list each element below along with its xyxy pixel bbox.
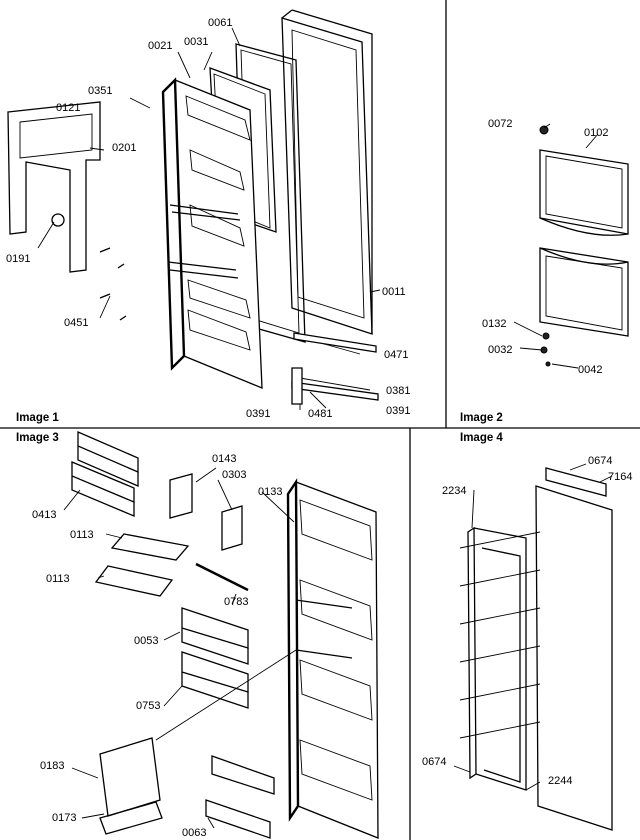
part-callout: 0381 (386, 385, 410, 397)
part-callout: 0061 (208, 17, 232, 29)
panel-caption: Image 2 (460, 412, 503, 424)
part-callout: 0351 (88, 85, 112, 97)
part-callout: 0113 (46, 573, 70, 585)
part-callout: 2234 (442, 485, 466, 497)
part-callout: 0102 (584, 127, 608, 139)
part-callout: 0011 (382, 286, 406, 298)
part-callout: 0113 (70, 529, 94, 541)
image-3-drawing (63, 431, 379, 839)
part-callout: 0303 (222, 469, 246, 481)
part-callout: 0072 (488, 118, 512, 130)
part-callout: 0121 (56, 102, 80, 114)
part-callout: 7164 (608, 471, 632, 483)
part-callout: 2244 (548, 775, 572, 787)
part-callout: 0031 (184, 36, 208, 48)
part-callout: 0391 (246, 408, 270, 420)
part-callout: 0191 (6, 253, 30, 265)
panel-caption: Image 1 (16, 412, 59, 424)
part-callout: 0173 (52, 812, 76, 824)
image-4-drawing (453, 463, 613, 831)
panel-caption: Image 4 (460, 432, 503, 444)
part-callout: 0021 (148, 40, 172, 52)
part-callout: 0143 (212, 453, 236, 465)
part-callout: 0481 (308, 408, 332, 420)
part-callout: 0201 (112, 142, 136, 154)
part-callout: 0133 (258, 486, 282, 498)
part-callout: 0674 (588, 455, 612, 467)
image-1-drawing (7, 9, 381, 410)
part-callout: 0032 (488, 344, 512, 356)
part-callout: 0471 (384, 349, 408, 361)
image-2-drawing (513, 123, 629, 369)
part-callout: 0053 (134, 635, 158, 647)
part-callout: 0674 (422, 756, 446, 768)
part-callout: 0391 (386, 405, 410, 417)
part-callout: 0063 (182, 827, 206, 839)
part-callout: 0413 (32, 509, 56, 521)
part-callout: 0451 (64, 317, 88, 329)
panel-caption: Image 3 (16, 432, 59, 444)
part-callout: 0132 (482, 318, 506, 330)
part-callout: 0783 (224, 596, 248, 608)
part-callout: 0183 (40, 760, 64, 772)
part-callout: 0753 (136, 700, 160, 712)
part-callout: 0042 (578, 364, 602, 376)
